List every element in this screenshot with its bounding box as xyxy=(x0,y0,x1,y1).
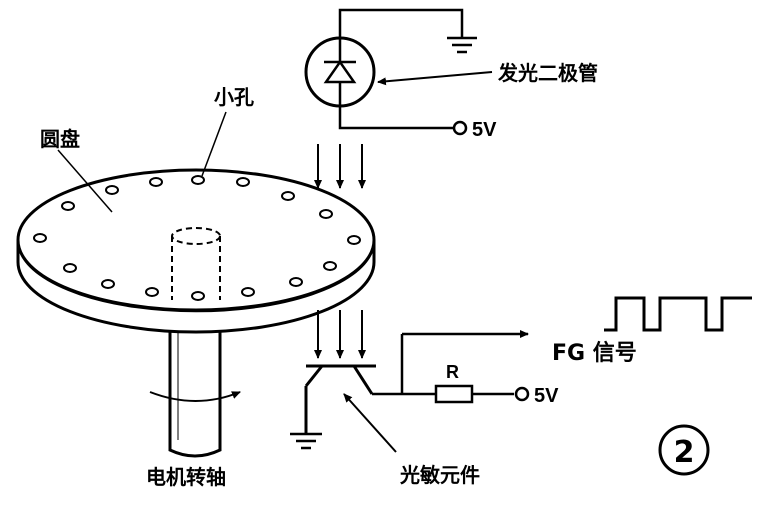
label-motor-shaft: 电机转轴 xyxy=(146,465,226,489)
label-hole: 小孔 xyxy=(214,85,254,109)
label-phototransistor: 光敏元件 xyxy=(399,463,480,487)
shaft-hidden-outline xyxy=(171,227,221,300)
phototransistor-leader-arrow xyxy=(343,393,397,453)
fg-waveform xyxy=(604,296,752,332)
led-leader-arrow xyxy=(377,71,493,86)
resistor xyxy=(434,384,474,404)
output-wires xyxy=(372,334,514,396)
motor-shaft xyxy=(168,300,222,458)
phototransistor-symbol xyxy=(304,364,376,434)
light-rays-top xyxy=(314,144,366,189)
terminal-5v-bottom xyxy=(514,386,530,402)
label-disk: 圆盘 xyxy=(40,127,80,151)
disk-holes xyxy=(33,175,361,301)
led-circuit-wires xyxy=(338,8,464,130)
disk xyxy=(16,168,376,334)
label-fg-signal: FG 信号 xyxy=(552,340,637,366)
led-symbol xyxy=(304,36,376,108)
terminal-5v-top xyxy=(452,120,468,136)
light-rays-bottom xyxy=(314,310,366,359)
hole-leader-line xyxy=(201,111,227,177)
figure-number-circle xyxy=(658,424,710,476)
label-voltage-bottom: 5V xyxy=(534,385,559,407)
label-resistor: R xyxy=(446,362,459,382)
ground-symbol-top xyxy=(447,36,477,54)
label-led: 发光二极管 xyxy=(497,61,598,85)
figure-number: 2 xyxy=(674,435,695,470)
disk-leader-line xyxy=(57,149,113,213)
ground-symbol-bottom xyxy=(290,432,322,450)
label-voltage-top: 5V xyxy=(472,119,497,141)
rotation-arrow xyxy=(149,391,241,402)
